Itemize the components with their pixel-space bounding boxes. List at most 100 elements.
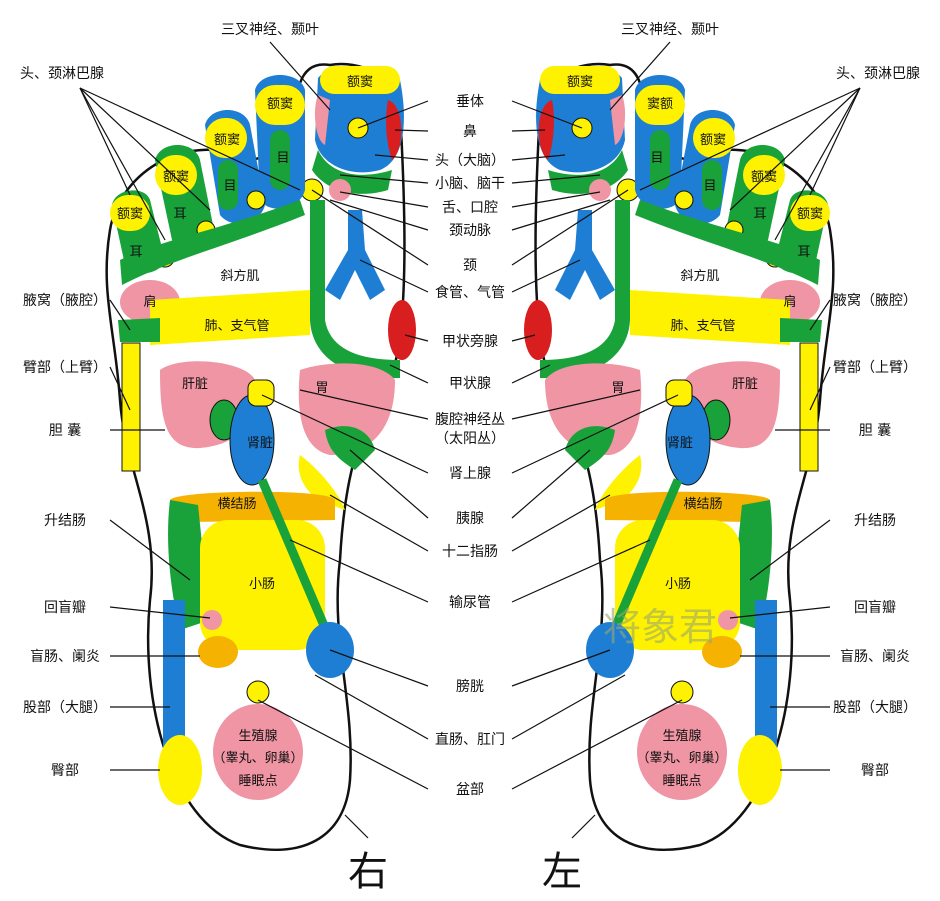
left-ileocecal — [718, 610, 738, 630]
leader-left-14 — [511, 494, 611, 552]
ileocecal — [202, 610, 222, 630]
side-label-left-ascending_colon: 升结肠 — [854, 513, 896, 529]
left-foot — [524, 62, 835, 852]
leader-left-0 — [511, 100, 583, 129]
center-label-16: 膀胱 — [456, 678, 484, 695]
leader-side-left-upper_arm — [809, 366, 831, 411]
region-right-lung-11: 肺、支气管 — [204, 318, 269, 334]
side-label-right-thigh: 股部（大腿） — [23, 700, 107, 716]
region-left-trapezius-9: 斜方肌 — [680, 268, 719, 284]
center-label-3: 小脑、脑干 — [435, 176, 505, 192]
leader-lymph-right-1 — [79, 87, 166, 241]
leader-right-3 — [339, 174, 429, 184]
center-label-0: 垂体 — [456, 94, 484, 110]
leader-left-1 — [511, 129, 546, 132]
leader-right-5 — [329, 199, 429, 231]
side-label-right-ascending_colon: 升结肠 — [44, 513, 86, 529]
left-lung-band — [630, 290, 790, 345]
region-right-gonad-17: 生殖腺 — [238, 728, 277, 744]
side-label-left-armpit: 腋窝（腋腔） — [833, 292, 917, 309]
side-label-right-upper_arm: 臂部（上臂） — [23, 360, 107, 376]
leader-side-left-armpit — [809, 299, 831, 331]
left-ascending-colon — [730, 500, 772, 630]
transverse-colon — [170, 491, 335, 522]
leader-left-18 — [511, 699, 683, 790]
region-left-sleep_point-19: 睡眠点 — [662, 774, 701, 789]
big-toe-pink-left — [314, 95, 330, 145]
leader-right-1 — [394, 129, 429, 132]
toe3-eye-green — [218, 160, 238, 210]
side-label-right-ileocecal_valve: 回盲瓣 — [44, 599, 86, 616]
leader-trigeminal-right — [269, 41, 331, 111]
region-left-sinus-1: 窦额 — [647, 97, 673, 112]
region-right-liver-12: 肝脏 — [182, 377, 208, 392]
side-label-right-gallbladder: 胆 囊 — [49, 422, 81, 439]
region-right-transverse_colon-15: 横结肠 — [217, 497, 256, 512]
region-left-ear-8: 耳 — [797, 245, 810, 260]
leader-right-4 — [339, 191, 429, 208]
center-label-14: 十二指肠 — [442, 544, 498, 560]
ascending-colon — [168, 500, 210, 630]
leader-right-12 — [261, 394, 429, 474]
leader-lymph-left-0 — [809, 87, 861, 196]
arrow-right — [344, 814, 369, 839]
toe3-sinus — [205, 118, 247, 158]
gonad — [213, 704, 303, 800]
left-thigh-strip — [755, 600, 777, 770]
left-toe5-sinus — [790, 195, 830, 231]
leader-right-10 — [299, 389, 429, 420]
left-buttock — [738, 735, 782, 805]
adrenal — [247, 379, 275, 407]
region-left-eye-5: 目 — [650, 151, 663, 166]
leader-left-5 — [511, 199, 611, 231]
leader-left-12 — [511, 394, 679, 474]
leader-left-9 — [511, 364, 551, 384]
lymph-label-left: 头、颈淋巴腺 — [836, 66, 920, 82]
region-right-eye-5: 目 — [276, 151, 289, 166]
leader-lymph-left-2 — [729, 87, 861, 211]
toe4-sinus — [155, 155, 197, 195]
big-toe-sinus — [320, 66, 400, 94]
stomach — [298, 363, 395, 455]
center-label-7: 食管、气管 — [435, 284, 505, 301]
center-label-5: 颈动脉 — [449, 223, 491, 239]
center-label-6: 颈 — [463, 258, 477, 274]
leader-left-6 — [511, 189, 629, 266]
left-toe3-sinus — [693, 118, 735, 158]
center-label-11: （太阳丛） — [435, 431, 505, 447]
leader-left-7 — [511, 259, 581, 293]
leader-right-2 — [374, 154, 429, 161]
leader-left-3 — [511, 174, 601, 184]
region-left-shoulder-10: 肩 — [783, 294, 796, 310]
region-right-sinus-1: 额窦 — [267, 97, 293, 112]
region-right-trapezius-9: 斜方肌 — [220, 268, 259, 284]
region-left-gonad-17: 生殖腺 — [662, 728, 701, 744]
left-gonad-top — [670, 680, 694, 704]
center-label-8: 甲状旁腺 — [442, 333, 498, 350]
leader-left-4 — [511, 191, 601, 208]
region-right-sinus-2: 额窦 — [214, 133, 240, 148]
side-label-left-thigh: 股部（大腿） — [833, 700, 917, 716]
left-toe2-sinus — [635, 85, 685, 125]
left-big-toe-pink-knob — [589, 179, 611, 201]
region-right-sleep_point-19: 睡眠点 — [238, 774, 277, 789]
labels: 垂体鼻头（大脑）小脑、脑干舌、口腔颈动脉颈食管、气管甲状旁腺甲状腺腹腔神经丛（太… — [20, 22, 920, 895]
side-label-left-ileocecal_valve: 回盲瓣 — [854, 599, 896, 616]
leader-right-6 — [311, 189, 429, 266]
leader-side-left-ileocecal_valve — [729, 606, 831, 619]
leader-left-13 — [511, 449, 591, 519]
region-left-sinus-3: 额窦 — [751, 170, 777, 185]
region-left-eye-6: 目 — [703, 179, 716, 194]
region-left-sinus-2: 额窦 — [700, 133, 726, 148]
trigeminal-label-left: 三叉神经、颞叶 — [621, 22, 719, 38]
region-right-sinus-3: 额窦 — [163, 170, 189, 185]
center-label-4: 舌、口腔 — [442, 200, 498, 216]
leader-right-9 — [389, 364, 429, 384]
region-left-sinus-4: 额窦 — [797, 207, 823, 222]
leader-left-10 — [511, 389, 641, 420]
leader-right-7 — [359, 259, 429, 293]
region-left-liver-12: 肝脏 — [732, 377, 758, 392]
pancreas-green — [325, 426, 375, 470]
center-label-17: 直肠、肛门 — [435, 731, 505, 748]
region-left-stomach-13: 胃 — [611, 381, 624, 396]
